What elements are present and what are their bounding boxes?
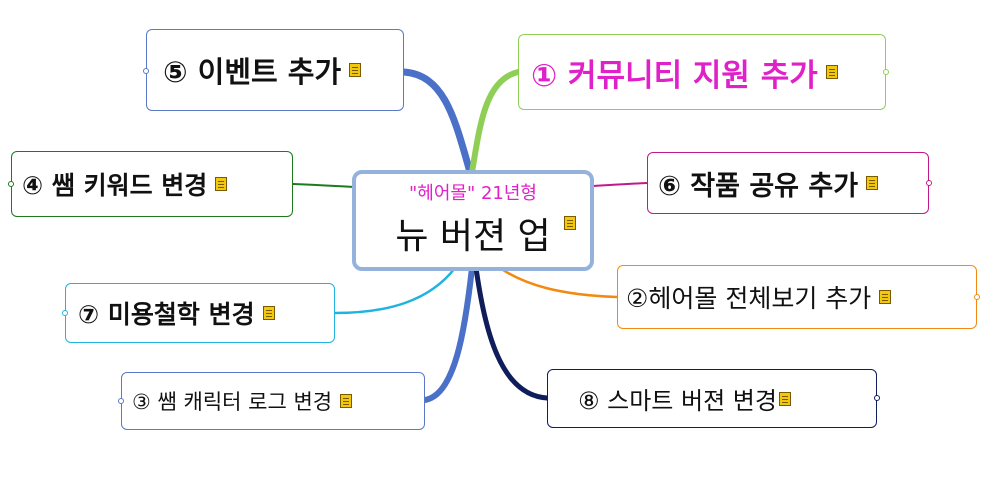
note-icon[interactable]	[262, 306, 275, 320]
topic-label: ④ 쌤 키워드 변경	[22, 171, 208, 200]
topic-keyword[interactable]: ④ 쌤 키워드 변경	[11, 151, 293, 217]
topic-expand-handle[interactable]	[8, 181, 14, 187]
topic-label: ⑥ 작품 공유 추가	[658, 170, 859, 202]
branch-n8	[473, 265, 550, 401]
branch-n6	[591, 182, 648, 187]
note-icon[interactable]	[349, 63, 362, 77]
topic-character-logo[interactable]: ③ 쌤 캐릭터 로그 변경	[121, 372, 425, 430]
note-icon[interactable]	[340, 394, 353, 408]
topic-philosophy[interactable]: ⑦ 미용철학 변경	[65, 283, 335, 343]
topic-expand-handle[interactable]	[118, 398, 124, 404]
topic-work-share[interactable]: ⑥ 작품 공유 추가	[647, 152, 929, 214]
central-topic-title: 뉴 버젼 업	[395, 215, 551, 257]
topic-label: ⑧ 스마트 버젼 변경	[578, 387, 777, 415]
note-icon[interactable]	[215, 177, 228, 191]
topic-label: ⑤ 이벤트 추가	[163, 55, 342, 89]
topic-community-support[interactable]: ① 커뮤니티 지원 추가	[518, 34, 886, 110]
branch-n3	[422, 265, 475, 403]
note-icon[interactable]	[778, 391, 791, 406]
topic-expand-handle[interactable]	[974, 294, 980, 300]
note-icon[interactable]	[866, 176, 879, 190]
topic-expand-handle[interactable]	[926, 180, 932, 186]
branch-n2	[499, 266, 618, 299]
branch-n5	[400, 68, 474, 176]
topic-expand-handle[interactable]	[143, 68, 149, 74]
topic-label: ③ 쌤 캐릭터 로그 변경	[132, 390, 333, 414]
branch-n7	[334, 267, 456, 315]
topic-label: ⑦ 미용철학 변경	[78, 300, 255, 329]
topic-expand-handle[interactable]	[874, 395, 880, 401]
topic-expand-handle[interactable]	[883, 69, 889, 75]
central-topic[interactable]: "헤어몰" 21년형 뉴 버젼 업	[352, 170, 594, 271]
note-icon[interactable]	[825, 65, 838, 79]
branch-n4	[292, 183, 356, 188]
topic-smart-version[interactable]: ⑧ 스마트 버젼 변경	[547, 369, 877, 428]
topic-event[interactable]: ⑤ 이벤트 추가	[146, 29, 404, 111]
branch-n1	[469, 69, 521, 175]
note-icon[interactable]	[564, 216, 576, 230]
central-topic-subtitle: "헤어몰" 21년형	[409, 182, 537, 204]
topic-expand-handle[interactable]	[62, 310, 68, 316]
topic-label: ②헤어몰 전체보기 추가	[626, 284, 872, 313]
topic-hairmall-overview[interactable]: ②헤어몰 전체보기 추가	[617, 265, 977, 329]
topic-label: ① 커뮤니티 지원 추가	[531, 57, 818, 94]
note-icon[interactable]	[879, 290, 892, 304]
